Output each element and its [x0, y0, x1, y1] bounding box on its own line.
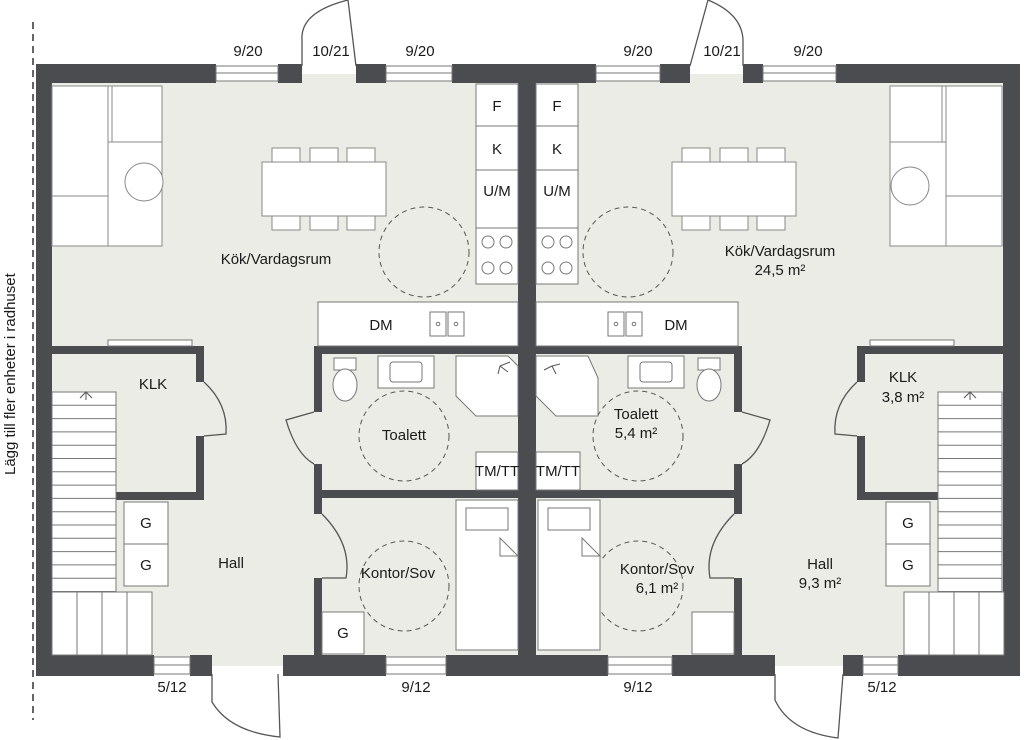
- dim-bottom-center-left-window: 9/12: [401, 679, 430, 696]
- room-klk-right-area: 3,8 m²: [882, 389, 925, 406]
- side-note: Lägg till fler enheter i radhuset: [2, 272, 19, 475]
- room-hall-right-area: 9,3 m²: [799, 575, 842, 592]
- side-table-left: [124, 162, 164, 202]
- wardrobe-right-1: G: [902, 515, 914, 532]
- appliance-dishwasher-right: DM: [664, 317, 687, 334]
- appliance-fridge-right: F: [552, 98, 561, 115]
- room-living-right: Kök/Vardagsrum: [725, 243, 836, 260]
- dim-top-right-window-2: 9/20: [793, 43, 822, 60]
- room-labels-left: Kök/Vardagsrum KLK Toalett Kontor/Sov Ha…: [139, 98, 519, 642]
- wardrobes: [123, 501, 931, 655]
- dim-top-left-window-1: 9/20: [233, 43, 262, 60]
- appliance-dishwasher-left: DM: [369, 317, 392, 334]
- wardrobe-left-1: G: [140, 515, 152, 532]
- dining-table-right: [671, 147, 797, 231]
- staircase-right: [903, 391, 1005, 656]
- staircase-left: [51, 391, 153, 656]
- turning-circles: [358, 206, 684, 632]
- room-klk-left: KLK: [139, 376, 167, 393]
- room-office-left: Kontor/Sov: [361, 565, 436, 582]
- appliance-fridge-left: F: [492, 98, 501, 115]
- appliance-freezer-left: K: [492, 141, 502, 158]
- appliance-oven-right: U/M: [543, 183, 571, 200]
- windows: [153, 65, 899, 675]
- dim-top-right-window-1: 9/20: [623, 43, 652, 60]
- klk-shelf-right: [869, 339, 955, 347]
- dining-table-left: [261, 147, 387, 231]
- dim-bottom-right-window: 5/12: [867, 679, 896, 696]
- doors: [203, 0, 858, 739]
- room-toilet-right: Toalett: [614, 406, 659, 423]
- wardrobe-left-2: G: [140, 557, 152, 574]
- bed-right: [537, 499, 602, 651]
- room-labels-right: Kök/Vardagsrum 24,5 m² KLK 3,8 m² Toalet…: [536, 98, 924, 597]
- bathroom-left: [332, 355, 519, 491]
- room-office-right-area: 6,1 m²: [636, 580, 679, 597]
- dim-bottom-left-window: 5/12: [157, 679, 186, 696]
- room-toilet-left: Toalett: [382, 427, 427, 444]
- room-toilet-right-area: 5,4 m²: [615, 425, 658, 442]
- bed-left: [455, 499, 520, 651]
- wardrobe-left-3: G: [337, 625, 349, 642]
- stair-arrows: [79, 391, 977, 400]
- dimension-labels: 9/20 10/21 9/20 9/20 10/21 9/20 5/12 9/1…: [157, 43, 896, 696]
- dim-top-left-window-2: 9/20: [405, 43, 434, 60]
- side-table-right: [890, 166, 930, 206]
- dim-top-right-door: 10/21: [703, 43, 741, 60]
- room-hall-left: Hall: [218, 555, 244, 572]
- klk-shelf-left: [107, 339, 193, 347]
- wardrobe-right-2: G: [902, 557, 914, 574]
- room-hall-right: Hall: [807, 556, 833, 573]
- room-office-right: Kontor/Sov: [620, 561, 695, 578]
- bathroom-right: [535, 355, 722, 491]
- room-living-right-area: 24,5 m²: [755, 262, 806, 279]
- dim-bottom-center-right-window: 9/12: [623, 679, 652, 696]
- appliance-washer-left: TM/TT: [475, 463, 519, 480]
- dim-top-left-door: 10/21: [312, 43, 350, 60]
- shower-heads: [497, 361, 561, 375]
- room-living-left: Kök/Vardagsrum: [221, 251, 332, 268]
- room-klk-right: KLK: [889, 369, 917, 386]
- appliance-oven-left: U/M: [483, 183, 511, 200]
- kitchen-left: [317, 83, 519, 347]
- kitchen-right: [535, 83, 739, 347]
- sofa-right: [889, 85, 1003, 247]
- appliance-washer-right: TM/TT: [536, 463, 580, 480]
- interior-walls: [44, 74, 1007, 666]
- appliance-freezer-right: K: [552, 141, 562, 158]
- outer-walls: [36, 64, 1020, 676]
